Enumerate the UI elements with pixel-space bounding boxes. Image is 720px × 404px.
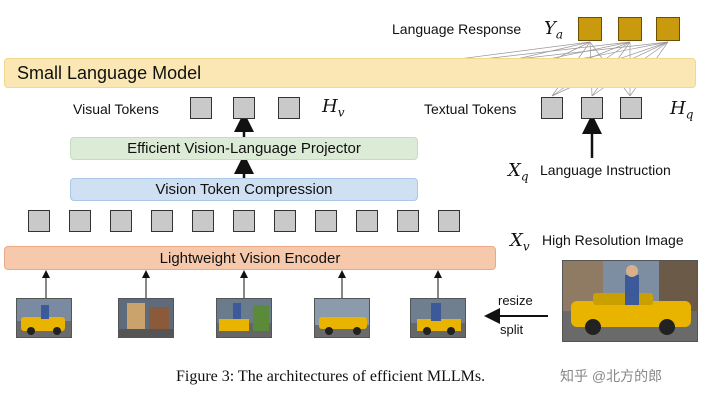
vision-token-compression-bar: Vision Token Compression — [70, 178, 418, 201]
high-resolution-image — [562, 260, 698, 342]
high-res-image-label: High Resolution Image — [542, 232, 684, 248]
image-crop-thumbnail — [314, 298, 370, 338]
response-token — [578, 17, 602, 41]
visual-token — [190, 97, 212, 119]
encoder-token — [315, 210, 337, 232]
split-label: split — [500, 322, 524, 337]
encoder-token — [233, 210, 255, 232]
xv-symbol: Xv — [510, 230, 530, 254]
textual-token — [541, 97, 563, 119]
small-language-model-bar: Small Language Model — [4, 58, 696, 88]
image-crop-thumbnail — [410, 298, 466, 338]
encoder-label: Lightweight Vision Encoder — [159, 249, 341, 267]
image-crop-thumbnail — [16, 298, 72, 338]
encoder-token — [397, 210, 419, 232]
hq-symbol: Hq — [670, 98, 694, 122]
visual-tokens-label: Visual Tokens — [73, 101, 159, 117]
xq-symbol: Xq — [508, 160, 529, 184]
slm-label: Small Language Model — [17, 62, 202, 83]
watermark: 知乎 @北方的郎 — [560, 368, 663, 384]
figure-caption: Figure 3: The architectures of efficient… — [176, 368, 486, 385]
ya-symbol: Ya — [544, 18, 564, 42]
encoder-token — [28, 210, 50, 232]
vision-language-projector-bar: Efficient Vision-Language Projector — [70, 137, 418, 160]
projector-label: Efficient Vision-Language Projector — [127, 140, 361, 157]
encoder-token — [356, 210, 378, 232]
encoder-token — [438, 210, 460, 232]
visual-token — [233, 97, 255, 119]
language-response-label: Language Response — [392, 21, 522, 37]
textual-token — [581, 97, 603, 119]
textual-token — [620, 97, 642, 119]
response-token — [656, 17, 680, 41]
textual-tokens-label: Textual Tokens — [424, 101, 517, 117]
encoder-token — [274, 210, 296, 232]
encoder-token — [151, 210, 173, 232]
encoder-token — [69, 210, 91, 232]
resize-label: resize — [498, 293, 533, 308]
visual-token — [278, 97, 300, 119]
language-instruction-label: Language Instruction — [540, 162, 671, 178]
response-token — [618, 17, 642, 41]
hv-symbol: Hv — [322, 96, 345, 120]
encoder-token — [192, 210, 214, 232]
image-crop-thumbnail — [216, 298, 272, 338]
lightweight-vision-encoder-bar: Lightweight Vision Encoder — [4, 246, 496, 270]
compression-label: Vision Token Compression — [155, 181, 333, 198]
image-crop-thumbnail — [118, 298, 174, 338]
encoder-token — [110, 210, 132, 232]
